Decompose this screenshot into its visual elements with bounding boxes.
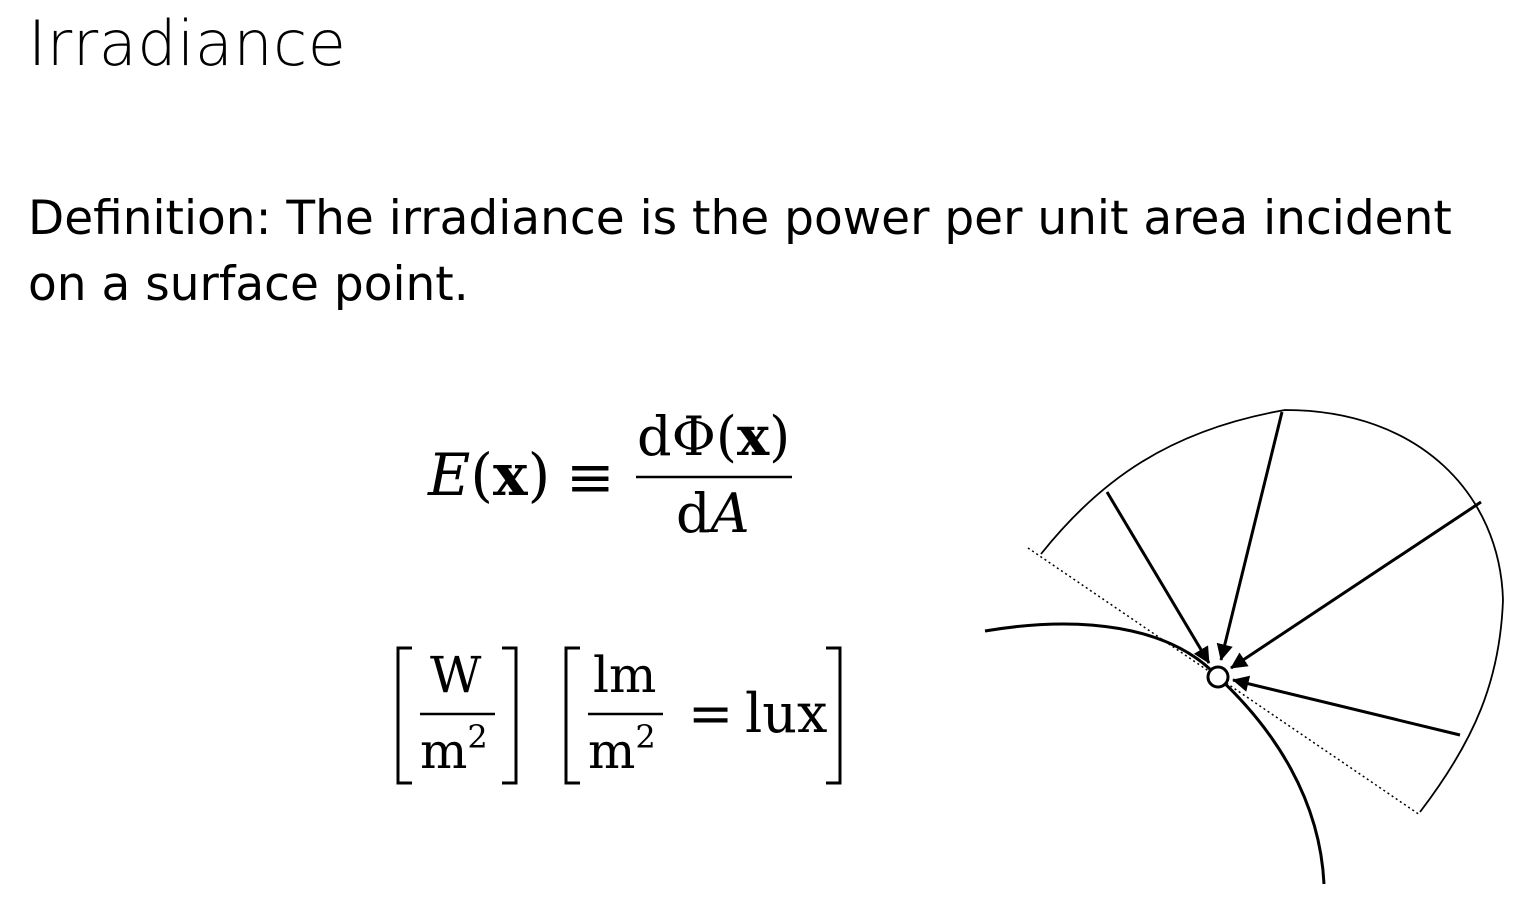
definition-text: Definition: The irradiance is the power …: [28, 186, 1528, 318]
hemisphere-outline: [1040, 409, 1504, 813]
meter-unit-photometric: m: [588, 722, 635, 780]
lhs-expression: E(x): [427, 441, 550, 509]
numerator-differential: d: [637, 405, 672, 468]
watt-unit: W: [430, 646, 482, 704]
lux-unit: lux: [745, 682, 828, 745]
incident-ray-arrow: [1216, 411, 1284, 661]
numerator-open-paren: (: [716, 405, 737, 468]
equals-sign: =: [688, 682, 733, 745]
square-exponent: 2: [467, 718, 487, 756]
lhs-close-paren: ): [528, 441, 551, 509]
left-bracket-radiometric-open: [396, 646, 412, 785]
surface-curve: [984, 622, 1326, 885]
lhs-open-paren: (: [470, 441, 493, 509]
definition-line-2: on a surface point.: [28, 257, 469, 312]
lumen-unit: lm: [593, 646, 656, 704]
denominator-differential: d: [676, 482, 711, 545]
numerator-expression: dΦ(x): [637, 404, 790, 468]
right-bracket-photometric-close: [826, 646, 842, 785]
meter-unit: m: [420, 722, 467, 780]
left-bracket-radiometric-close: [502, 646, 518, 785]
square-exponent-photometric: 2: [635, 718, 655, 756]
photometric-denominator: m2: [588, 718, 656, 780]
slide-title: Irradiance: [28, 7, 347, 80]
incident-ray-arrow: [1232, 675, 1461, 737]
denominator-expression: dA: [676, 482, 750, 545]
numerator-position-vector: x: [737, 404, 770, 468]
incident-ray-arrow: [1105, 491, 1211, 664]
tangent-plane: [1027, 547, 1421, 816]
lhs-position-vector: x: [493, 441, 528, 509]
incident-ray-arrow: [1230, 500, 1482, 670]
flux-symbol: Φ: [672, 405, 716, 468]
numerator-close-paren: ): [769, 405, 790, 468]
area-symbol: A: [706, 482, 750, 545]
left-bracket-photometric-open: [564, 646, 580, 785]
radiometric-denominator: m2: [420, 718, 488, 780]
irradiance-symbol: E: [427, 441, 470, 509]
definition-line-1: Definition: The irradiance is the power …: [28, 191, 1452, 246]
equivalence-symbol: ≡: [566, 443, 615, 511]
surface-point-marker: [1206, 665, 1230, 689]
